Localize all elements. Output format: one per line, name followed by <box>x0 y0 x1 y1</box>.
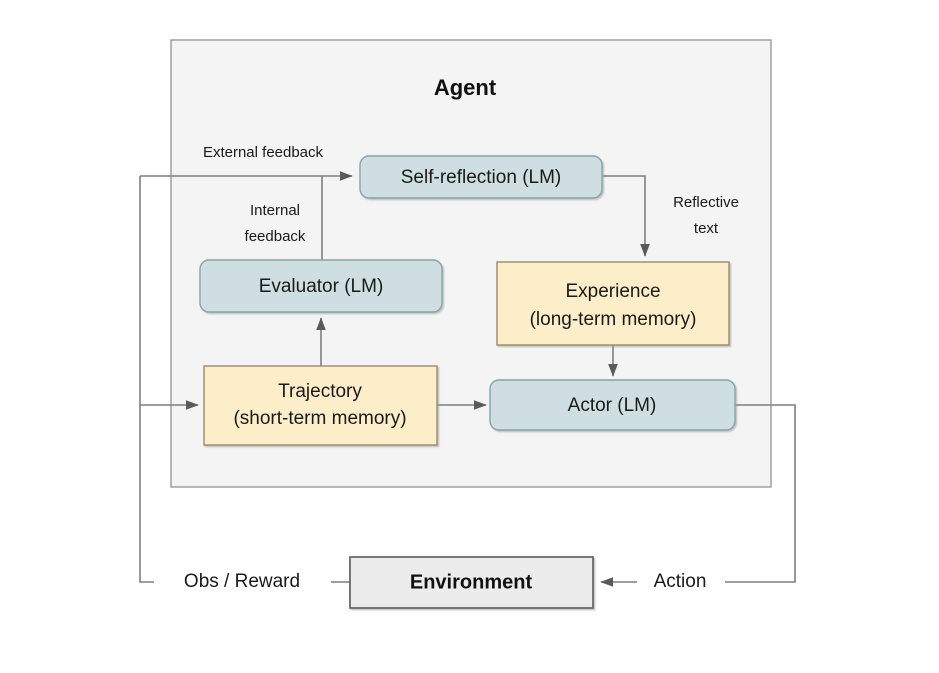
node-experience-label-line1: Experience <box>565 281 660 302</box>
node-trajectory-label-line2: (short-term memory) <box>233 408 406 429</box>
node-experience-box[interactable] <box>496 261 730 346</box>
node-environment[interactable]: Environment <box>349 556 594 609</box>
node-experience-label-line2: (long-term memory) <box>530 309 697 330</box>
node-trajectory[interactable]: Trajectory (short-term memory) <box>203 365 438 446</box>
node-trajectory-label-line1: Trajectory <box>278 381 362 402</box>
edge-label-reflective-text-line1: Reflective <box>673 194 739 211</box>
node-actor-box[interactable] <box>489 379 736 431</box>
node-evaluator-box[interactable] <box>199 259 443 313</box>
edge-label-obs-reward: Obs / Reward <box>184 571 300 592</box>
page-title: Agent <box>434 75 497 100</box>
node-self-reflection-label: Self-reflection (LM) <box>401 167 562 188</box>
node-self-reflection-box[interactable] <box>359 155 603 199</box>
edge-label-external-feedback: External feedback <box>203 144 324 161</box>
node-experience[interactable]: Experience (long-term memory) <box>496 261 730 346</box>
node-self-reflection[interactable]: Self-reflection (LM) <box>359 155 603 199</box>
node-environment-box[interactable] <box>349 556 594 609</box>
edge-label-internal-feedback-line1: Internal <box>250 202 300 219</box>
node-environment-label: Environment <box>410 571 533 593</box>
edge-label-action: Action <box>654 571 707 592</box>
node-actor[interactable]: Actor (LM) <box>489 379 736 431</box>
edge-actor-to-environment <box>725 404 796 583</box>
edge-obs-rail-left <box>139 176 154 583</box>
node-evaluator[interactable]: Evaluator (LM) <box>199 259 443 313</box>
node-trajectory-box[interactable] <box>203 365 438 446</box>
edge-label-reflective-text-line2: text <box>694 220 719 237</box>
edge-label-internal-feedback-line2: feedback <box>245 228 306 245</box>
node-actor-label: Actor (LM) <box>568 395 657 416</box>
edge-reflective-text <box>602 175 650 257</box>
node-evaluator-label: Evaluator (LM) <box>259 276 384 297</box>
